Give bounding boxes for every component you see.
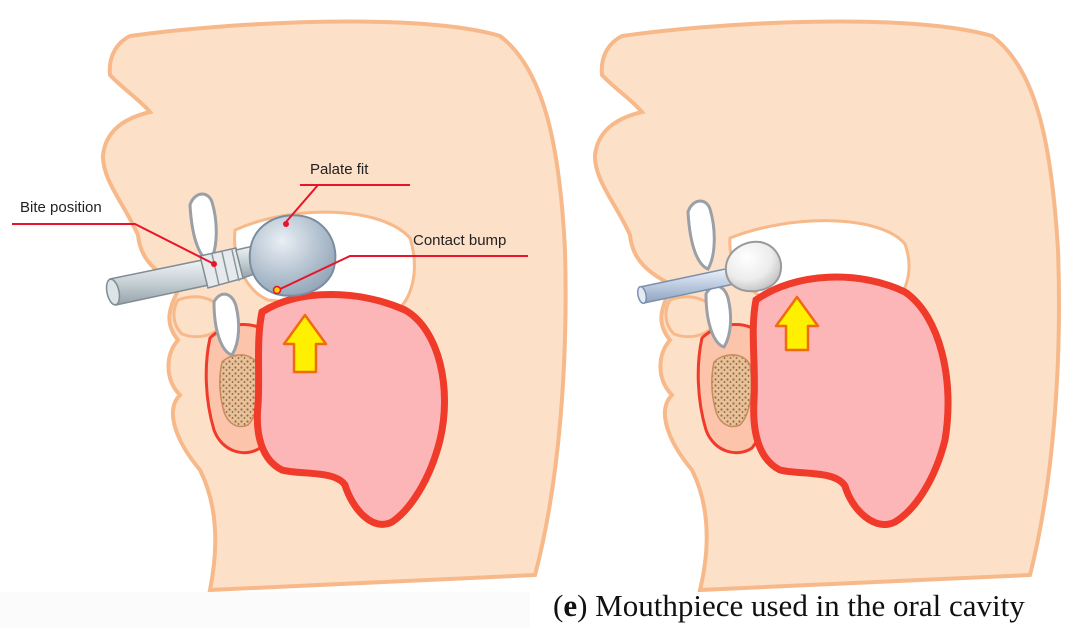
palate-fit-dot (283, 221, 289, 227)
contact-bump-label: Contact bump (413, 232, 506, 249)
left-diagram: Palate fit Bite position Contact bump (12, 22, 566, 590)
caption-text: Mouthpiece used in the oral cavity (587, 588, 1025, 623)
bite-position-dot (211, 261, 217, 267)
caption-letter: e (563, 588, 577, 623)
figure-caption: (e) Mouthpiece used in the oral cavity (553, 588, 1025, 623)
bite-position-label: Bite position (20, 199, 102, 216)
jaw-bone (220, 355, 260, 427)
palate-bulb (726, 242, 781, 291)
contact-bump-dot (274, 287, 281, 294)
jaw-bone (712, 355, 752, 427)
palate-fit-label: Palate fit (310, 161, 369, 178)
caption-band (0, 592, 530, 628)
right-diagram (595, 22, 1059, 590)
